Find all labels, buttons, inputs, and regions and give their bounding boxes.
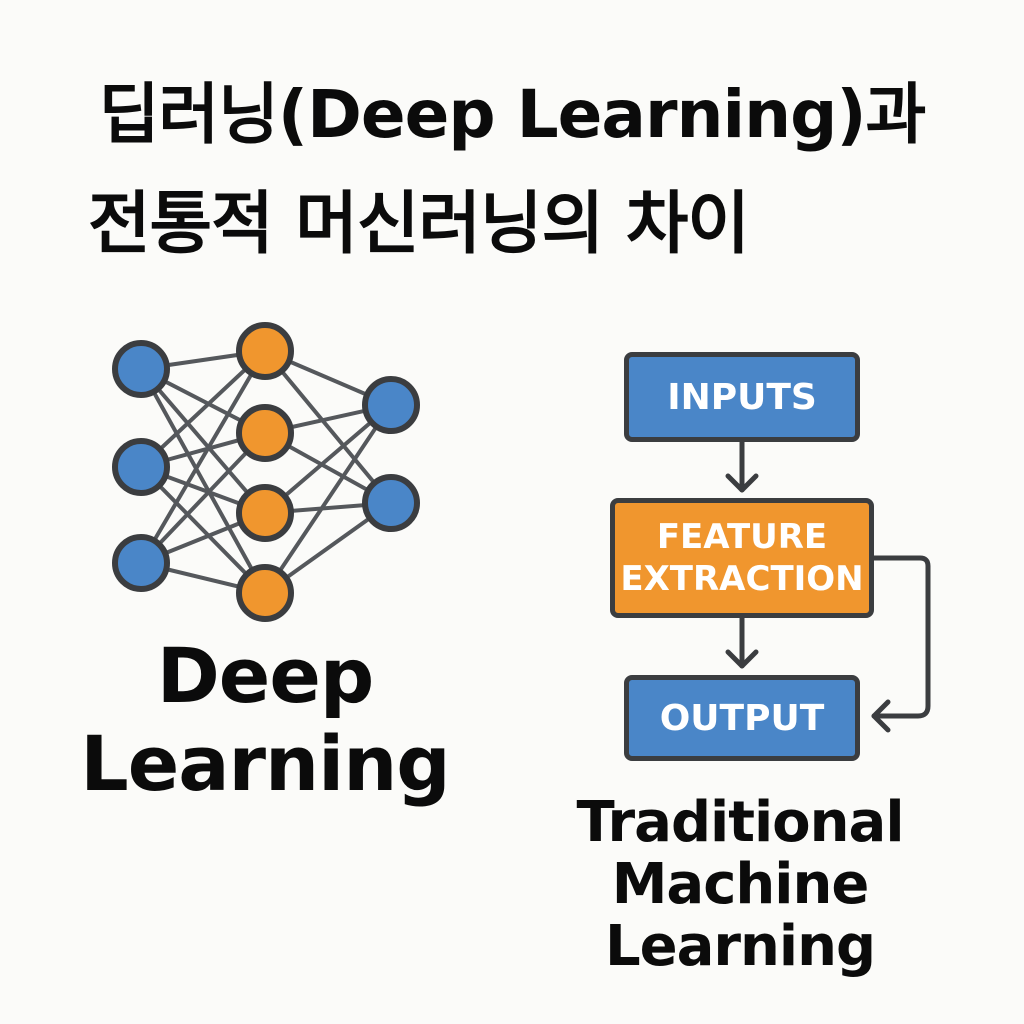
feature-extraction-label-line-1: FEATURE [656,517,828,557]
network-connection [139,349,267,565]
output-box: OUTPUT [624,675,860,761]
inputs-box-label: INPUTS [667,376,817,418]
input-node [112,340,170,398]
network-connection [139,367,267,515]
arrow-head-inputs-to-feature [725,473,759,493]
network-connection [263,349,393,505]
feature-extraction-box: FEATURE EXTRACTION [610,498,874,618]
hidden-node [236,484,294,542]
hidden-node [236,404,294,462]
network-connection [139,431,267,565]
network-connection [139,368,267,594]
input-node [112,438,170,496]
hidden-node [236,564,294,622]
arrow-head-feature-loop-to-output [871,699,891,733]
flowchart-arrows [725,439,931,733]
network-connection [139,465,267,595]
feature-extraction-label-line-2: EXTRACTION [620,559,864,599]
deep-learning-label: Deep Learning [40,632,490,808]
page-title-line-2: 전통적 머신러닝의 차이 [88,185,750,264]
traditional-ml-label: Traditional Machine Learning [490,792,990,978]
output-node [362,376,420,434]
deep-learning-label-line-2: Learning [80,719,450,808]
neural-network-diagram [112,322,420,622]
inputs-box: INPUTS [624,352,860,442]
output-box-label: OUTPUT [659,697,825,739]
arrow-feature-loop-to-output [871,555,931,719]
network-connections [139,349,393,595]
traditional-ml-label-line-1: Traditional [576,790,904,855]
page-title-line-1: 딥러닝(Deep Learning)과 [98,76,927,153]
arrow-head-feature-to-output [725,649,759,669]
hidden-node [236,322,294,380]
network-connection [263,403,393,595]
input-node [112,534,170,592]
traditional-ml-label-line-2: Machine Learning [604,852,876,979]
output-node [362,474,420,532]
deep-learning-label-line-1: Deep [156,631,375,720]
network-nodes [112,322,420,622]
